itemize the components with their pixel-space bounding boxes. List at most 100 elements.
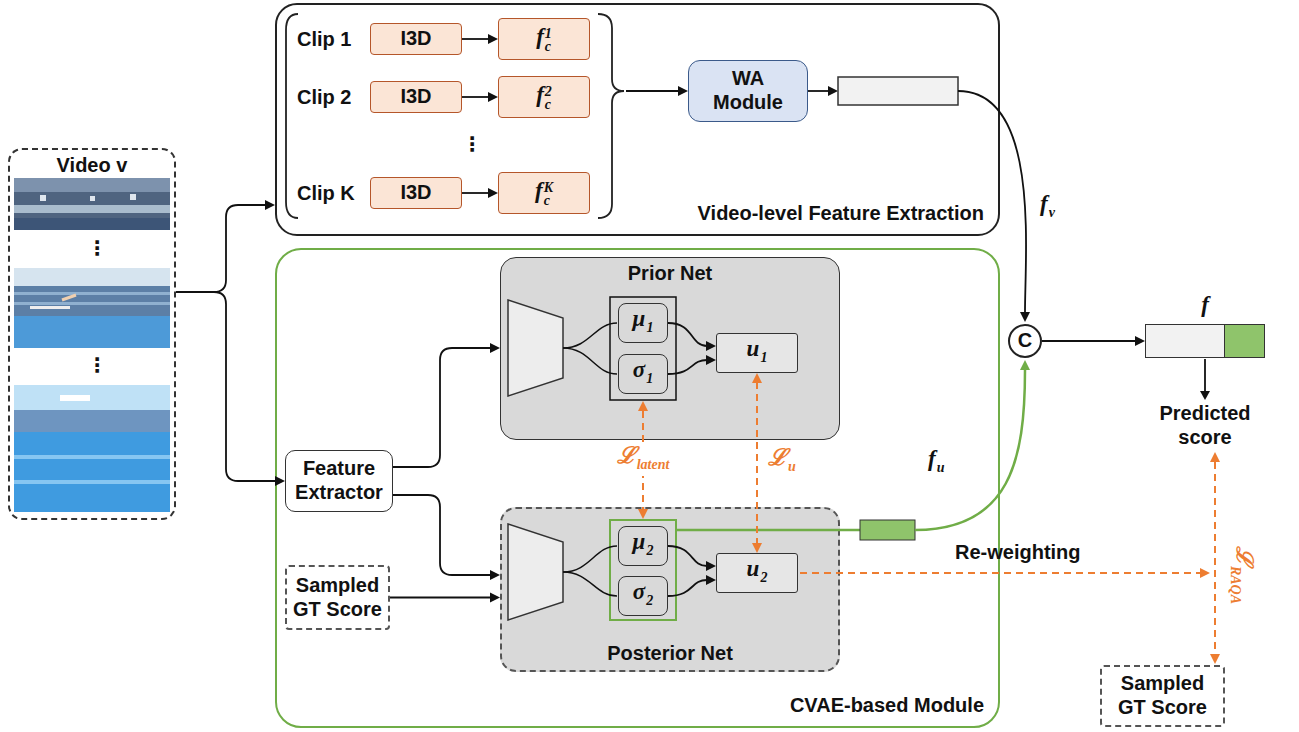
text-label: I3D bbox=[400, 27, 431, 49]
prediction-arrow bbox=[1200, 359, 1210, 400]
text-label: Predicted score bbox=[1159, 402, 1250, 448]
ellipsis: ⋮ bbox=[462, 133, 482, 157]
latent-box: u1 bbox=[716, 333, 798, 373]
math-symbol: f1c bbox=[536, 30, 552, 47]
prior-net-panel: Prior Net μ1 σ1 u1 bbox=[500, 257, 840, 440]
text-label: Posterior Net bbox=[607, 642, 733, 664]
text-holder: u2 bbox=[747, 557, 768, 589]
text-holder: f1c bbox=[536, 25, 552, 53]
subscript: u bbox=[937, 460, 945, 475]
symbol-main: f bbox=[535, 178, 543, 203]
feature-extractor-box: Feature Extractor bbox=[285, 450, 393, 512]
gt-score-box: Sampled GT Score bbox=[1100, 665, 1225, 727]
text-holder: u1 bbox=[747, 337, 768, 369]
text-holder: f2c bbox=[536, 83, 552, 111]
symbol-main: ℒ bbox=[1232, 546, 1257, 565]
text-holder: σ1 bbox=[633, 358, 653, 390]
text-label: Video v bbox=[57, 154, 128, 176]
text-label: Video-level Feature Extraction bbox=[698, 202, 984, 224]
math-symbol: fv bbox=[1040, 197, 1055, 214]
loss-symbol: ℒRAQA bbox=[1224, 546, 1256, 604]
math-symbol: fKc bbox=[535, 184, 553, 201]
text-label: Clip K bbox=[297, 182, 355, 204]
subscript: c bbox=[544, 194, 553, 207]
text-label: Prior Net bbox=[628, 262, 712, 284]
math-symbol: fu bbox=[928, 452, 944, 469]
title-holder: Video-level Feature Extraction bbox=[698, 202, 984, 226]
sigma-box: σ2 bbox=[618, 576, 668, 616]
math-symbol: f2c bbox=[536, 88, 552, 105]
text-label: ⋮ bbox=[462, 133, 482, 155]
connector-line bbox=[176, 205, 266, 292]
math-symbol: u2 bbox=[747, 562, 768, 579]
title-holder: Prior Net bbox=[501, 262, 839, 286]
clip-feature-box: fKc bbox=[498, 172, 590, 214]
mean-box: μ2 bbox=[618, 526, 668, 566]
loss-symbol: ℒlatent bbox=[614, 444, 673, 476]
script-stack: 2c bbox=[545, 85, 552, 111]
clip-label: Clip K bbox=[297, 182, 355, 206]
symbol-main: σ bbox=[633, 357, 645, 382]
sigma-box: σ1 bbox=[618, 354, 668, 394]
text-holder: σ2 bbox=[633, 580, 653, 612]
annotation: Re-weighting bbox=[955, 541, 1081, 565]
subscript: c bbox=[545, 40, 552, 53]
text-label: WA Module bbox=[713, 67, 783, 113]
text-holder: WA Module bbox=[703, 67, 793, 115]
superscript: 2 bbox=[545, 85, 552, 98]
connector-line bbox=[176, 292, 276, 481]
connector bbox=[176, 200, 275, 292]
gt-score-box: Sampled GT Score bbox=[285, 565, 390, 630]
subscript: 1 bbox=[646, 371, 653, 386]
title-holder: Posterior Net bbox=[502, 642, 838, 666]
output-label: Predicted score bbox=[1140, 402, 1270, 450]
wa-module-box: WA Module bbox=[688, 60, 808, 122]
superscript: 1 bbox=[545, 27, 552, 40]
posterior-net-panel: Posterior Net μ2 σ2 u2 bbox=[500, 507, 840, 672]
subscript: c bbox=[545, 98, 552, 111]
text-holder: I3D bbox=[400, 181, 431, 205]
text-holder: μ1 bbox=[633, 307, 654, 339]
text-label: Sampled GT Score bbox=[1118, 672, 1207, 718]
superscript: K bbox=[544, 181, 553, 194]
feature-extraction-panel: Video-level Feature ExtractionI3Df1cI3Df… bbox=[275, 3, 1000, 236]
symbol-main: f bbox=[928, 446, 936, 471]
text-label: CVAE-based Module bbox=[790, 694, 984, 716]
text-label: Re-weighting bbox=[955, 541, 1081, 563]
text-holder: μ2 bbox=[633, 530, 654, 562]
raqa-loss-arrow bbox=[1210, 452, 1220, 664]
math-symbol: σ1 bbox=[633, 363, 653, 380]
text-label: Clip 1 bbox=[297, 28, 351, 50]
i3d-box: I3D bbox=[370, 177, 462, 209]
text-holder: Sampled GT Score bbox=[293, 574, 382, 622]
clip-label: Clip 1 bbox=[297, 28, 351, 52]
ellipsis: ⋮ bbox=[87, 237, 107, 261]
connector bbox=[1042, 336, 1145, 346]
text-label: C bbox=[1018, 329, 1032, 351]
script-stack: Kc bbox=[544, 181, 553, 207]
symbol-main: ℒ bbox=[768, 445, 787, 470]
text-holder: I3D bbox=[400, 27, 431, 51]
symbol-main: f bbox=[536, 82, 544, 107]
symbol-main: u bbox=[747, 556, 760, 581]
clip-feature-box: f1c bbox=[498, 18, 590, 60]
text-label: ⋮ bbox=[87, 354, 107, 376]
i3d-box: I3D bbox=[370, 81, 462, 113]
math-symbol: σ2 bbox=[633, 585, 653, 602]
clip-label: Clip 2 bbox=[297, 86, 351, 110]
text-label: Sampled GT Score bbox=[293, 574, 382, 620]
subscript: v bbox=[1049, 205, 1055, 220]
i3d-box: I3D bbox=[370, 23, 462, 55]
mean-box: μ1 bbox=[618, 303, 668, 343]
symbol-main: μ bbox=[633, 529, 646, 554]
symbol-main: f bbox=[1040, 191, 1048, 216]
text-label: I3D bbox=[400, 181, 431, 203]
title-holder: CVAE-based Module bbox=[790, 694, 984, 718]
math-symbol: ℒu bbox=[768, 451, 796, 468]
feature-symbol: fu bbox=[928, 447, 944, 479]
symbol-main: σ bbox=[633, 579, 645, 604]
clip-feature-box: f2c bbox=[498, 76, 590, 118]
text-holder: Sampled GT Score bbox=[1108, 672, 1217, 720]
math-symbol: ℒRAQA bbox=[1234, 546, 1251, 604]
